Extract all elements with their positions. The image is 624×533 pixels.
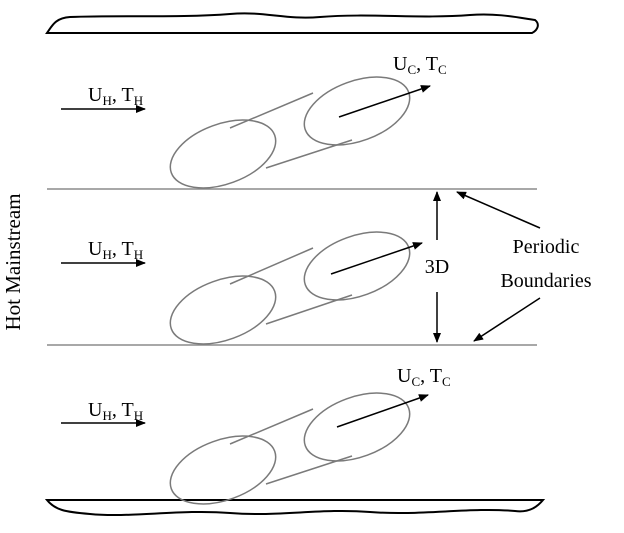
spacing-label: 3D (425, 256, 449, 278)
periodic-boundaries-label-line2: Boundaries (500, 270, 591, 292)
coolant-arrow-top (338, 85, 431, 118)
boundary-pointer-upper (456, 191, 541, 229)
cooling-hole-top (169, 76, 411, 189)
coolant-label-bottom: UC, TC (397, 365, 451, 389)
hot-mainstream-label: Hot Mainstream (1, 193, 25, 330)
channel-top: UH, TH UC, TC (61, 53, 447, 189)
boundary-pointer-lower (473, 297, 541, 342)
periodic-boundaries-label: Periodic (513, 236, 580, 258)
cooling-hole-middle (169, 231, 411, 345)
channel-middle: UH, TH (61, 231, 423, 345)
channel-bottom: UH, TH UC, TC (61, 365, 451, 505)
bottom-wall (44, 499, 546, 517)
hot-flow-label-bottom: UH, TH (88, 399, 143, 423)
top-wall (45, 12, 539, 34)
hot-flow-label-middle: UH, TH (88, 238, 143, 262)
coolant-arrow-bottom (336, 394, 429, 428)
hot-flow-label-top: UH, TH (88, 84, 143, 108)
coolant-arrow-middle (330, 242, 423, 275)
coolant-label-top: UC, TC (393, 53, 447, 77)
cooling-hole-bottom (169, 392, 411, 505)
